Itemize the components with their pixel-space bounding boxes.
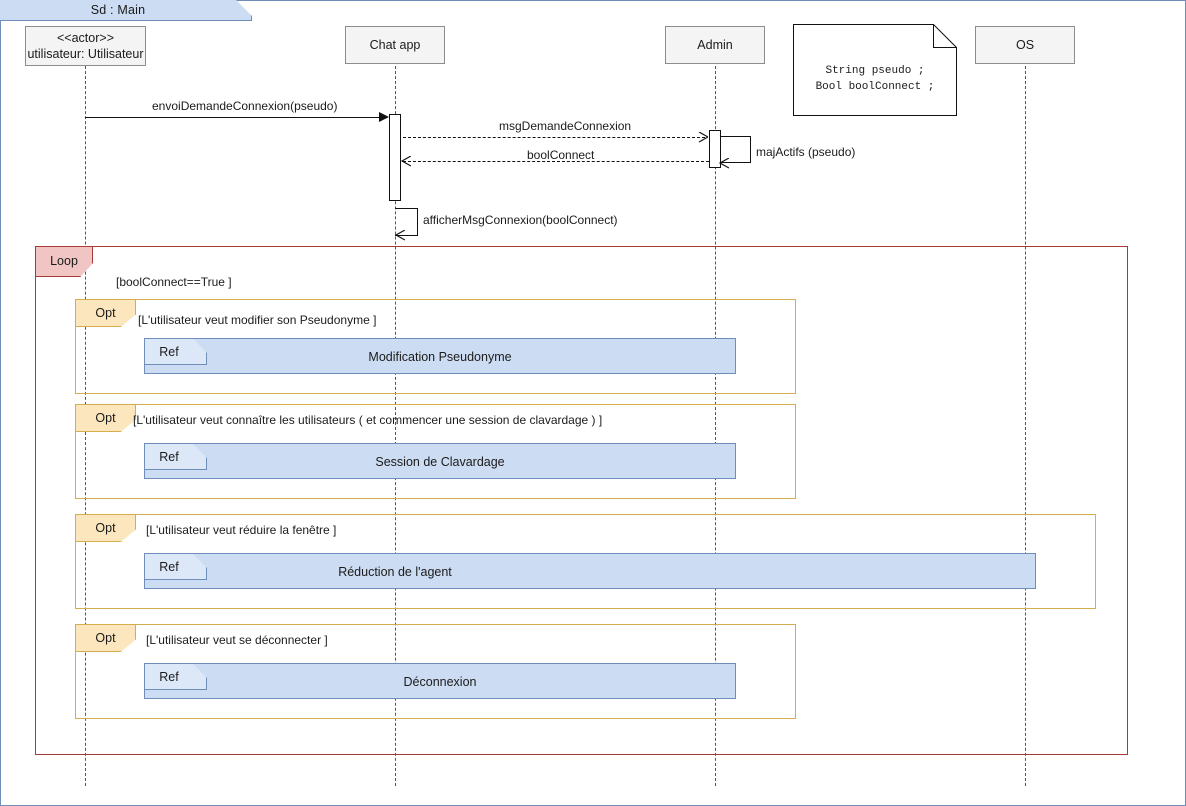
ref-title-1: Modification Pseudonyme [368, 350, 512, 364]
lifeline-stereotype-utilisateur: <<actor>> [57, 31, 114, 45]
fragment-opt-1-operator-label: Opt [95, 305, 116, 320]
lifeline-line-os [1025, 66, 1026, 786]
note-shape [793, 24, 957, 116]
ref-tab-2-label: Ref [159, 450, 179, 464]
fragment-opt-2-operator-label: Opt [95, 410, 116, 425]
diagram-frame-title: Sd : Main [90, 3, 146, 17]
ref-tab-4: Ref [145, 664, 207, 690]
note-declarations: String pseudo ; Bool boolConnect ; [793, 24, 957, 116]
message-label-msgDemandeConnexion: msgDemandeConnexion [499, 119, 632, 133]
self-message-label-majActifs: majActifs (pseudo) [756, 145, 856, 159]
fragment-opt-3[interactable] [75, 514, 1096, 609]
fragment-opt-1[interactable] [75, 299, 796, 394]
ref-tab-4-label: Ref [159, 670, 179, 684]
ref-box-session-de-clavardage[interactable]: Ref Session de Clavardage [144, 443, 736, 479]
ref-tab-1-label: Ref [159, 345, 179, 359]
fragment-opt-3-operator-label: Opt [95, 520, 116, 535]
fragment-loop[interactable] [35, 246, 1128, 755]
fragment-opt-4[interactable] [75, 624, 796, 719]
ref-tab-1: Ref [145, 339, 207, 365]
fragment-opt-4-guard: [L'utilisateur veut se déconnecter ] [146, 633, 328, 647]
ref-tab-3-label: Ref [159, 560, 179, 574]
self-message-label-afficherMsgConnexion: afficherMsgConnexion(boolConnect) [423, 213, 618, 227]
ref-box-modification-pseudonyme[interactable]: Ref Modification Pseudonyme [144, 338, 736, 374]
fragment-opt-1-guard: [L'utilisateur veut modifier son Pseudon… [138, 313, 377, 327]
ref-tab-3: Ref [145, 554, 207, 580]
self-message-bracket-majActifs [721, 136, 751, 163]
ref-box-deconnexion[interactable]: Ref Déconnexion [144, 663, 736, 699]
activation-bar-chatapp [389, 114, 401, 201]
fragment-opt-2-operator-tab: Opt [75, 404, 136, 432]
lifeline-head-admin[interactable]: Admin [665, 26, 765, 64]
lifeline-head-chatapp[interactable]: Chat app [345, 26, 445, 64]
lifeline-label-admin: Admin [697, 38, 733, 52]
fragment-opt-4-operator-tab: Opt [75, 624, 136, 652]
self-message-arrowhead-afficherMsgConnexion [395, 230, 405, 241]
ref-tab-2: Ref [145, 444, 207, 470]
lifeline-head-os[interactable]: OS [975, 26, 1075, 64]
fragment-opt-4-operator-label: Opt [95, 630, 116, 645]
lifeline-label-utilisateur: utilisateur: Utilisateur [27, 47, 144, 61]
message-label-boolConnect: boolConnect [527, 148, 595, 162]
ref-title-3: Réduction de l'agent [338, 565, 452, 579]
fragment-loop-operator-tab: Loop [35, 246, 93, 277]
message-arrowhead-boolConnect [401, 156, 411, 167]
lifeline-line-chatapp [395, 66, 396, 786]
fragment-loop-guard: [boolConnect==True ] [116, 275, 232, 289]
fragment-opt-2[interactable] [75, 404, 796, 499]
ref-box-reduction-de-l-agent[interactable]: Ref Réduction de l'agent [144, 553, 1036, 589]
message-line-boolConnect [403, 161, 709, 162]
fragment-opt-1-operator-tab: Opt [75, 299, 136, 327]
lifeline-head-utilisateur[interactable]: <<actor>> utilisateur: Utilisateur [25, 26, 146, 66]
message-line-msgDemandeConnexion [403, 137, 705, 138]
message-label-envoiDemandeConnexion: envoiDemandeConnexion(pseudo) [152, 99, 338, 113]
lifeline-label-os: OS [1015, 38, 1035, 52]
fragment-opt-3-operator-tab: Opt [75, 514, 136, 542]
note-line-2: Bool boolConnect ; [815, 81, 935, 93]
fragment-opt-3-guard: [L'utilisateur veut réduire la fenêtre ] [146, 523, 337, 537]
fragment-opt-2-guard: [L'utilisateur veut connaître les utilis… [133, 413, 603, 427]
activation-bar-admin [709, 130, 721, 168]
message-arrowhead-envoiDemandeConnexion [379, 112, 389, 122]
self-message-bracket-afficherMsgConnexion [395, 208, 418, 236]
fragment-loop-operator-label: Loop [50, 254, 78, 269]
ref-title-4: Déconnexion [403, 675, 477, 689]
self-message-arrowhead-majActifs [719, 158, 729, 169]
message-line-envoiDemandeConnexion [85, 117, 379, 118]
note-line-1: String pseudo ; [825, 65, 925, 77]
lifeline-label-chatapp: Chat app [369, 38, 421, 52]
ref-title-2: Session de Clavardage [375, 455, 505, 469]
lifeline-line-admin [715, 66, 716, 786]
message-arrowhead-msgDemandeConnexion [698, 132, 708, 143]
diagram-frame-tab: Sd : Main [0, 0, 252, 21]
